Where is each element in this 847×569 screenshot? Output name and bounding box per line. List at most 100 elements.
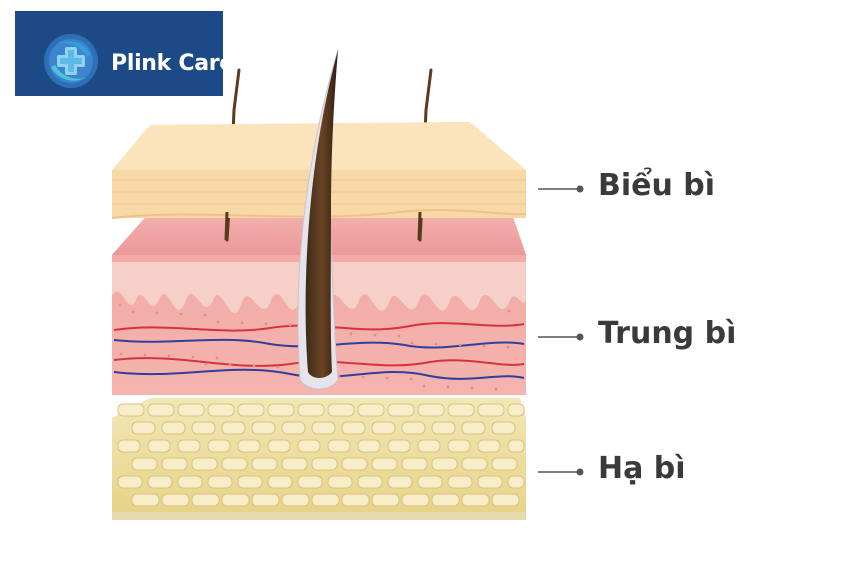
fat-cell — [491, 493, 520, 507]
dermis-dot — [373, 333, 377, 337]
fat-cell — [117, 439, 141, 453]
dermis-dot — [204, 362, 208, 366]
dermis-dot — [215, 356, 219, 360]
fat-cell — [461, 493, 490, 507]
dermis-dot — [409, 377, 413, 381]
fat-cell — [251, 493, 280, 507]
dermis-dot — [143, 353, 147, 357]
dermis-dot — [506, 345, 510, 349]
fat-cell — [281, 421, 306, 435]
dermis-dot — [337, 374, 341, 378]
fat-cell — [147, 439, 171, 453]
fat-cell — [371, 457, 398, 471]
label-hypodermis: Hạ bì — [598, 451, 686, 486]
fat-cell — [191, 421, 216, 435]
dermis-dot — [446, 385, 450, 389]
fat-cell — [131, 421, 156, 435]
fat-cell — [387, 475, 413, 489]
fat-cell — [191, 493, 220, 507]
fat-cell — [251, 457, 278, 471]
fat-cell — [207, 439, 231, 453]
dermis-dot — [276, 365, 280, 369]
fat-cell — [131, 493, 160, 507]
fat-cell — [311, 421, 336, 435]
fat-cell — [491, 457, 518, 471]
fat-cell — [207, 475, 233, 489]
fat-cell — [251, 421, 276, 435]
fat-cell — [357, 475, 383, 489]
fat-cell — [161, 457, 188, 471]
fat-cell — [177, 475, 203, 489]
brand-logo: Plink Care — [15, 11, 234, 96]
fat-cell — [357, 403, 385, 417]
fat-cell — [401, 457, 428, 471]
fat-cell — [341, 421, 366, 435]
dermis-dot — [264, 322, 268, 326]
fat-cell — [177, 403, 205, 417]
fat-cell — [461, 421, 486, 435]
fat-cell — [297, 403, 325, 417]
dermis-dot — [507, 309, 511, 313]
dermis-dot — [434, 342, 438, 346]
fat-cell — [237, 403, 265, 417]
fat-cell — [507, 439, 525, 453]
fat-cell — [267, 403, 295, 417]
fat-cell — [417, 475, 443, 489]
dermis-dot — [119, 352, 123, 356]
fat-cell — [117, 475, 143, 489]
fat-cell — [237, 439, 261, 453]
fat-cell — [431, 421, 456, 435]
fat-cell — [371, 493, 400, 507]
fat-cell — [297, 439, 321, 453]
dermis-dot — [410, 341, 414, 345]
fat-cell — [357, 439, 381, 453]
dermis-dot — [179, 312, 183, 316]
hair-follicle — [297, 49, 339, 390]
fat-cell — [221, 493, 250, 507]
fat-cell — [371, 421, 396, 435]
dermis-dot — [216, 320, 220, 324]
fat-cell — [447, 475, 473, 489]
dermis-dot — [458, 343, 462, 347]
hypodermis-layer — [112, 398, 526, 520]
dermis-dot — [191, 355, 195, 359]
dermis-dot — [167, 354, 171, 358]
fat-cell — [431, 493, 460, 507]
fat-cell — [477, 475, 503, 489]
fat-cell — [311, 493, 340, 507]
fat-cell — [161, 421, 186, 435]
label-epidermis: Biểu bì — [598, 168, 716, 203]
fat-cell — [191, 457, 218, 471]
leader-lines — [538, 185, 584, 476]
fat-cell — [267, 475, 293, 489]
label-dermis: Trung bì — [598, 316, 737, 351]
fat-cell — [161, 493, 190, 507]
fat-cell — [341, 457, 368, 471]
fat-cell — [401, 421, 426, 435]
dermis-dot — [397, 334, 401, 338]
fat-cell — [327, 475, 353, 489]
dermis-dot — [131, 310, 135, 314]
fat-cell — [117, 403, 145, 417]
fat-cell — [147, 403, 175, 417]
dermis-dot — [155, 311, 159, 315]
fat-cell — [491, 421, 516, 435]
fat-cell — [267, 439, 291, 453]
fat-cells — [117, 403, 525, 507]
fat-cell — [281, 493, 310, 507]
dermis-dot — [252, 364, 256, 368]
brand-name: Plink Care — [111, 51, 234, 76]
fat-cell — [311, 457, 338, 471]
dermis-dot — [422, 384, 426, 388]
fat-cell — [387, 403, 415, 417]
fat-cell — [507, 403, 525, 417]
fat-cell — [221, 421, 246, 435]
fat-cell — [477, 439, 501, 453]
dermis-dot — [470, 386, 474, 390]
dermis-dot — [361, 375, 365, 379]
fat-cell — [507, 475, 525, 489]
fat-cell — [147, 475, 173, 489]
fat-cell — [281, 457, 308, 471]
dermis-dot — [288, 323, 292, 327]
